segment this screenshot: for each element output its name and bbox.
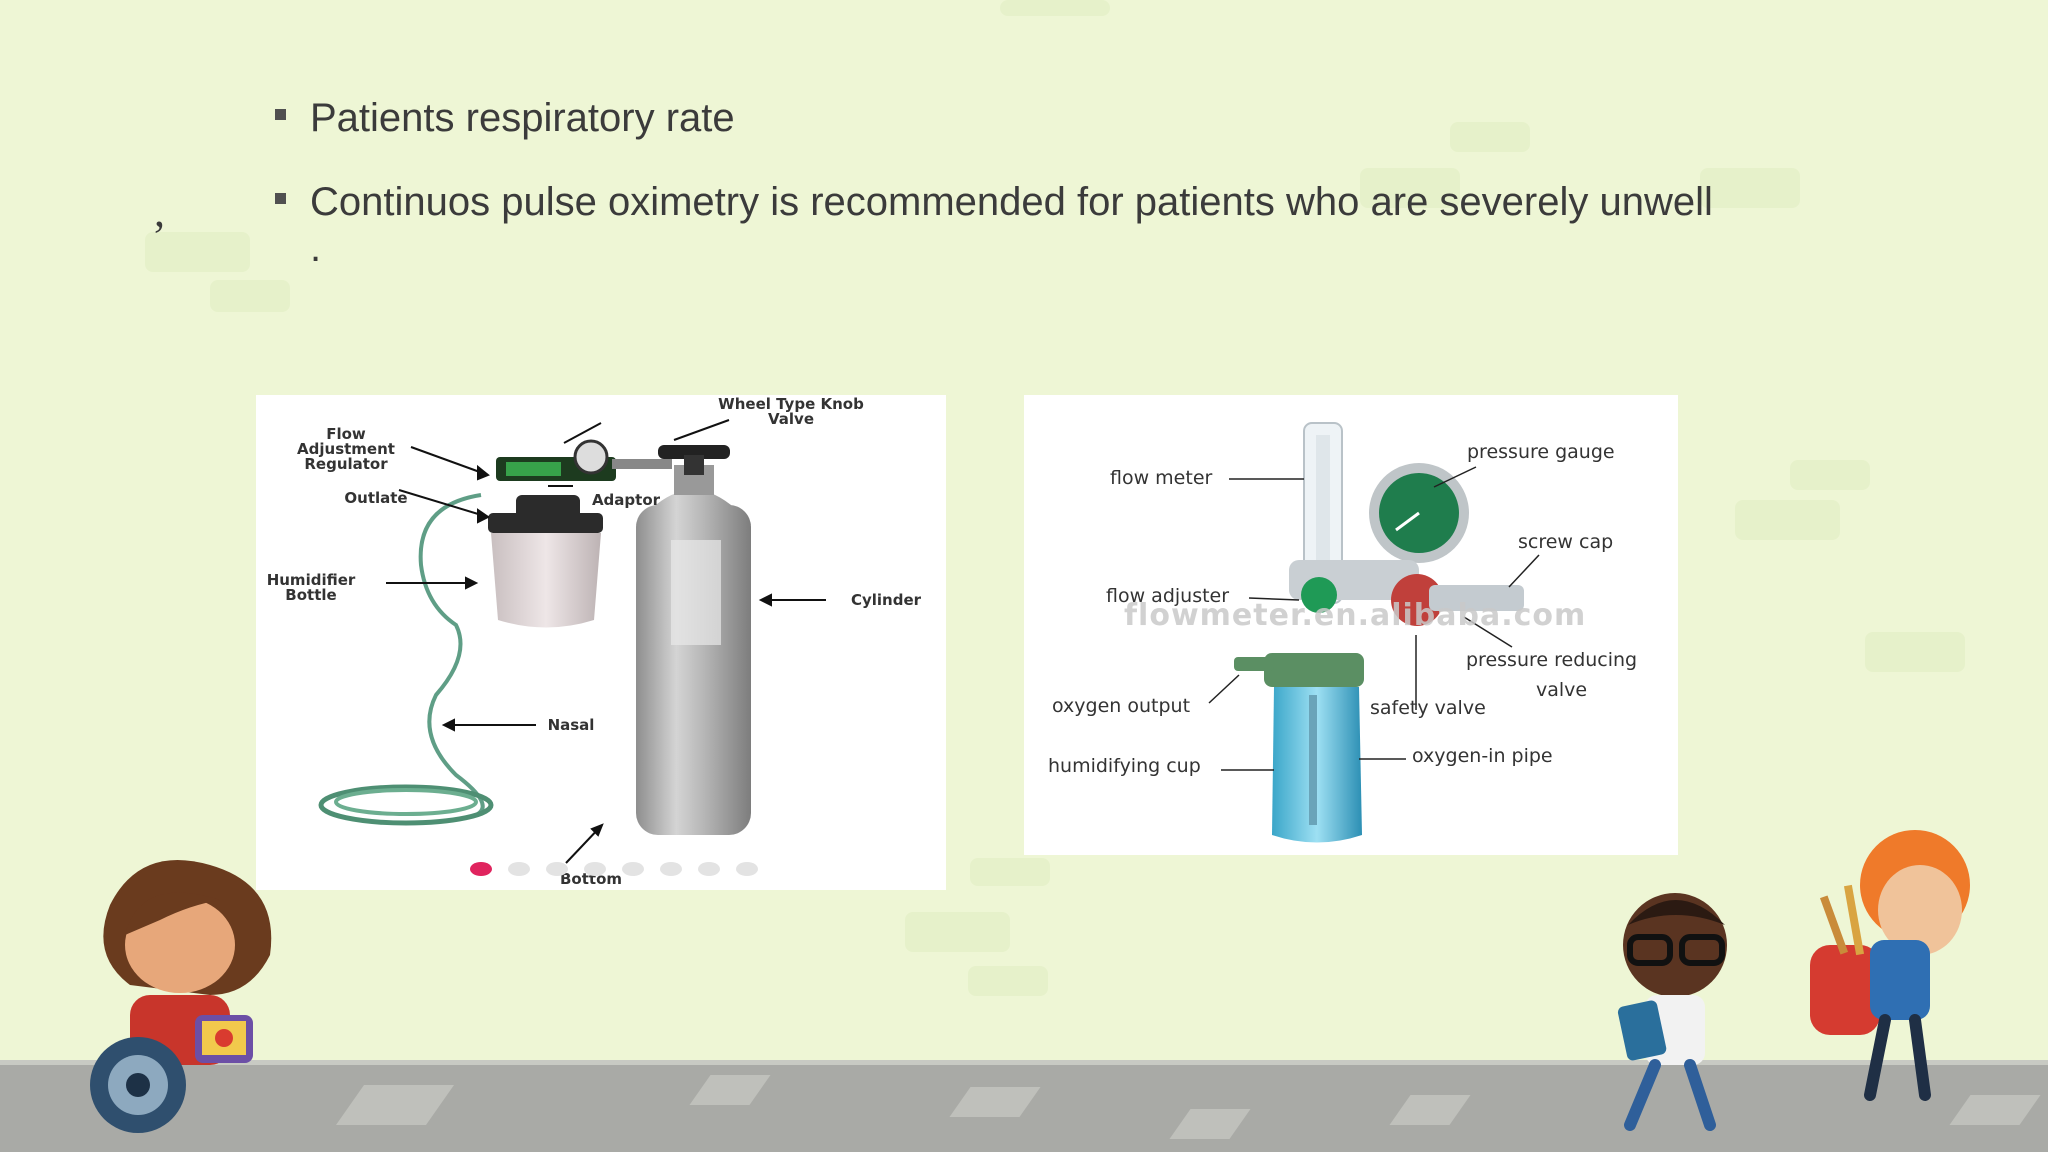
oxygen-cylinder-diagram (318, 419, 826, 864)
carousel-dot[interactable] (546, 862, 568, 876)
bg-smudge (1735, 500, 1840, 540)
bullet-square-icon (275, 193, 286, 204)
bullet-text: Patients respiratory rate (310, 96, 735, 140)
sidewalk-curb (0, 1060, 2048, 1068)
boy-books-illustration (1617, 893, 1727, 1131)
carousel-dot-active[interactable] (470, 862, 492, 876)
label-outlate: Outlate (344, 489, 408, 507)
bullet-list: Patients respiratory rate Continuos puls… (270, 95, 1730, 309)
bg-smudge (905, 912, 1010, 952)
bg-smudge (1450, 122, 1530, 152)
label-nasal: Nasal (547, 716, 595, 734)
carousel-dot[interactable] (584, 862, 606, 876)
label-oxygen-output: oxygen output (1052, 695, 1191, 717)
road-tile (949, 1087, 1041, 1117)
bg-smudge (1000, 0, 1110, 16)
label-screw-cap: screw cap (1518, 531, 1614, 553)
road-tile (335, 1085, 455, 1125)
watermark-text: flowmeter.en.alibaba.com (1124, 598, 1587, 633)
label-pressure-gauge: pressure gauge (1467, 441, 1615, 463)
bullet-item: Continuos pulse oximetry is recommended … (270, 179, 1730, 271)
label-wheel-knob: Wheel Type Knob Valve (718, 395, 864, 428)
label-humidifying-cup: humidifying cup (1048, 755, 1201, 777)
bg-smudge (970, 858, 1050, 886)
label-valve: valve (1536, 679, 1588, 701)
label-flow-adjuster: flow adjuster (1106, 585, 1230, 607)
carousel-dot[interactable] (622, 862, 644, 876)
girl-wheelchair-illustration (90, 860, 272, 1133)
bullet-square-icon (275, 109, 286, 120)
bg-smudge (1360, 168, 1460, 208)
carousel-dot[interactable] (508, 862, 530, 876)
carousel-indicator (470, 862, 758, 876)
flowmeter-image: flow meter pressure gauge screw cap flow… (1024, 395, 1678, 855)
road-tile (1169, 1109, 1251, 1139)
road-tile (1389, 1095, 1471, 1125)
label-bottom: Bottom (559, 870, 622, 888)
flowmeter-diagram (1208, 422, 1540, 843)
carousel-dot[interactable] (660, 862, 682, 876)
bg-smudge (1700, 168, 1800, 208)
label-pressure-reducing: pressure reducing (1466, 649, 1638, 671)
road-tile (689, 1075, 771, 1105)
stray-mark: , (154, 187, 165, 236)
bg-smudge (145, 232, 250, 272)
label-cylinder: Cylinder (850, 591, 922, 609)
label-adaptor: Adaptor (591, 491, 661, 509)
bullet-item: Patients respiratory rate (270, 95, 1730, 141)
carousel-dot[interactable] (736, 862, 758, 876)
bg-smudge (1865, 632, 1965, 672)
label-safety-valve: safety valve (1370, 697, 1486, 719)
bg-smudge (1790, 460, 1870, 490)
bg-smudge (968, 966, 1048, 996)
label-oxygen-in-pipe: oxygen-in pipe (1412, 745, 1553, 767)
label-flow-adjustment: Flow Adjustment Regulator (297, 425, 395, 473)
boy-backpack-illustration (1810, 830, 1970, 1101)
carousel-dot[interactable] (698, 862, 720, 876)
bullet-text: Continuos pulse oximetry is recommended … (310, 180, 1713, 270)
bg-smudge (210, 280, 290, 312)
oxygen-cylinder-image: Flow Adjustment Regulator Wheel Type Kno… (256, 395, 946, 890)
label-humidifier: Humidifier Bottle (266, 571, 356, 604)
label-flow-meter: flow meter (1110, 467, 1213, 489)
